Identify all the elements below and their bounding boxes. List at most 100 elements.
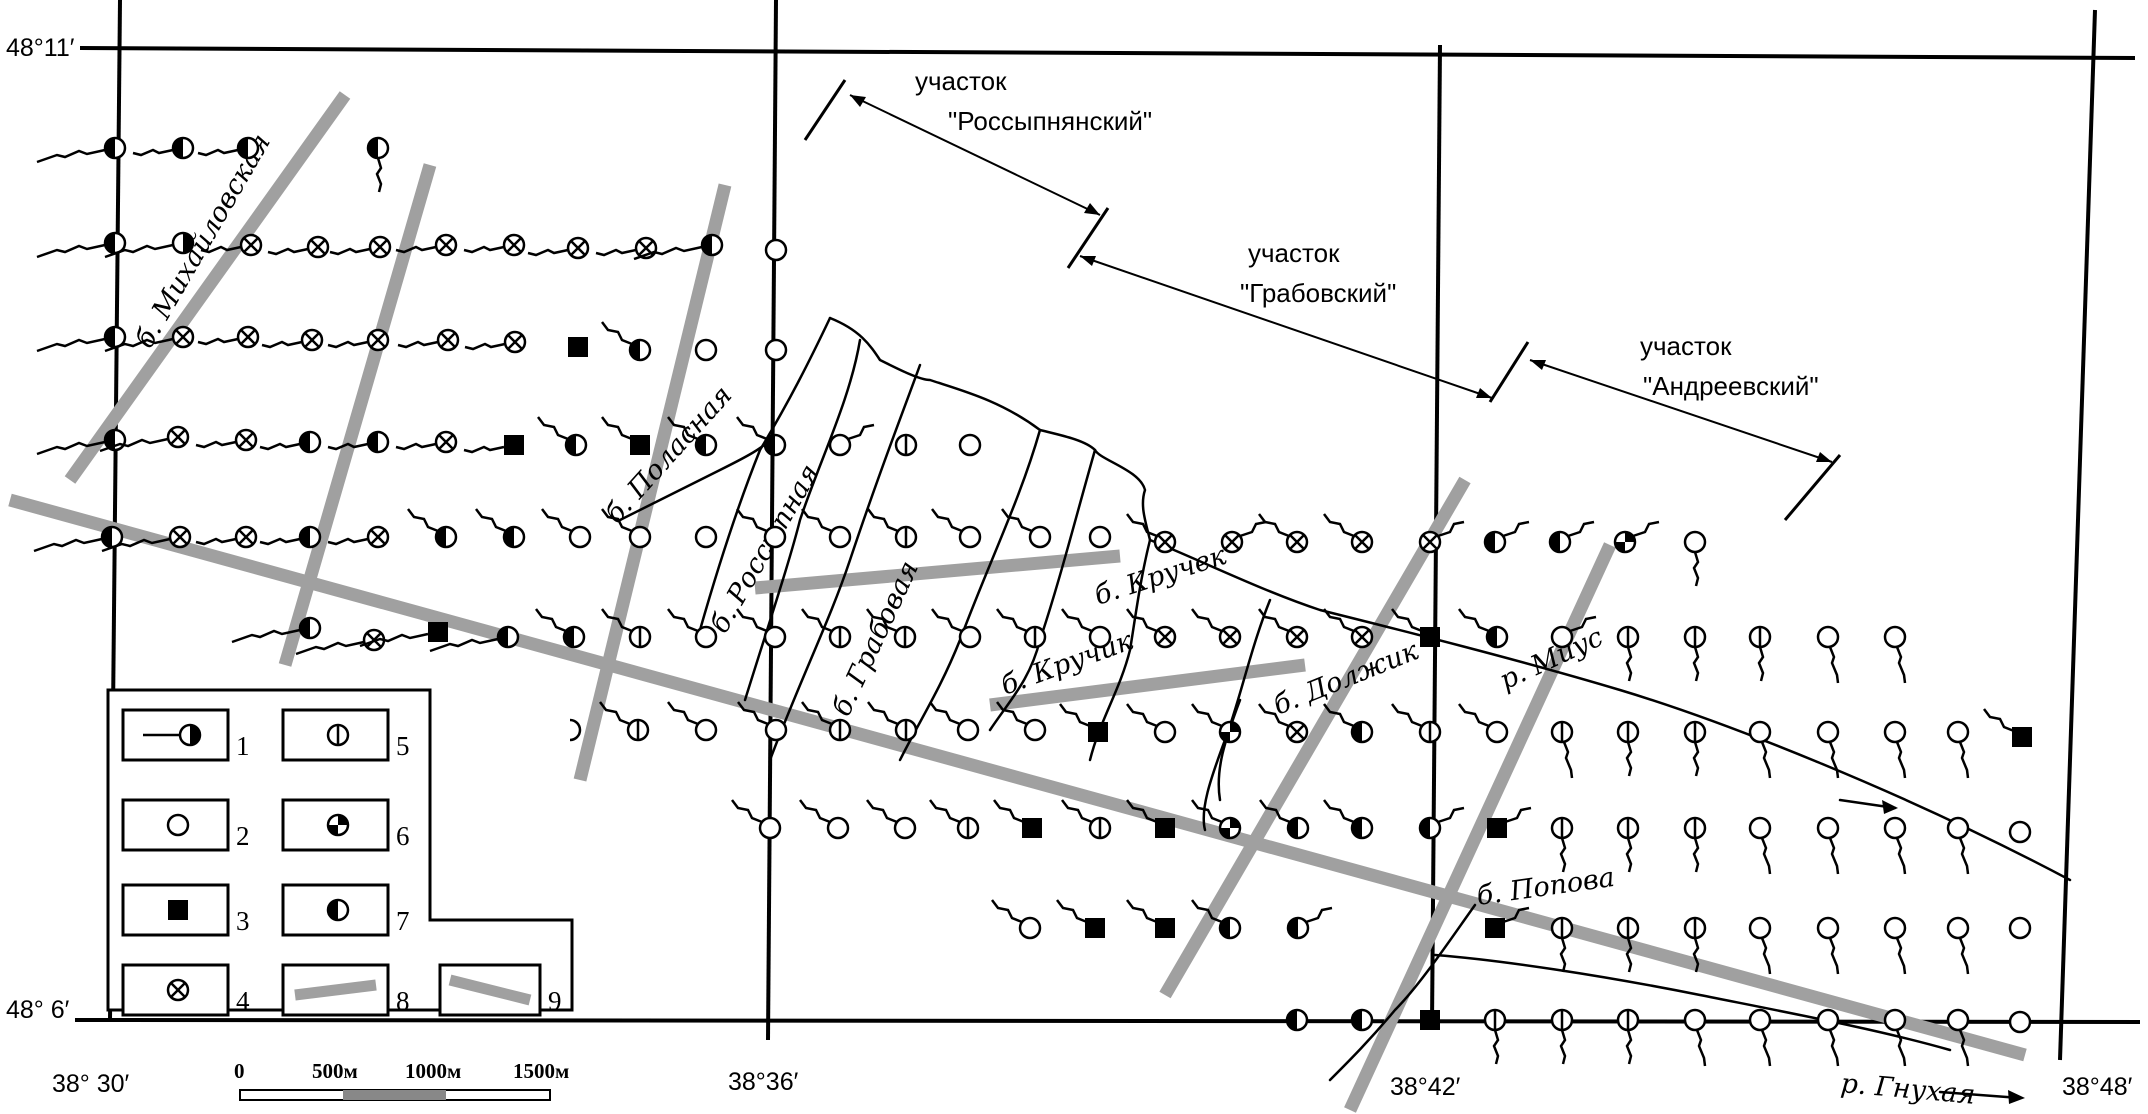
observation-point-crossed-circle [261,328,324,352]
observation-point-circle-vertical-bar [866,608,917,649]
observation-point-open-circle [996,701,1047,742]
section-markers [803,79,1842,521]
observation-point-filled-square [601,416,650,455]
observation-point-open-circle [1883,625,1907,684]
observation-point-half-filled-circle [1323,703,1374,744]
observation-point-half-filled-circle [537,416,588,457]
observation-point-open-circle [601,508,652,549]
observation-point-filled-square [1391,608,1440,647]
observation-point-half-filled-circle [429,625,520,653]
observation-point-circle-vertical-bar [1061,799,1112,840]
section-2-name: "Грабовский" [1240,278,1396,308]
observation-point-circle-vertical-bar [929,799,980,840]
label-popova: б. Попова [1475,862,1617,912]
observation-point-open-circle [929,701,980,742]
observation-point-crossed-circle [1418,520,1465,554]
observation-point-quartered-circle [1613,520,1660,554]
observation-point-open-circle [764,338,788,362]
scale-bar: 0 500м 1000м 1500м [234,1059,569,1101]
observation-point-open-circle [1883,720,1907,779]
lon-2-label: 38°36′ [728,1068,799,1096]
observation-point-open-circle [541,508,592,549]
observation-point-crossed-circle [195,525,258,549]
observation-point-crossed-circle [327,525,390,549]
observation-point-open-circle [1883,816,1907,875]
observation-point-open-circle [1816,916,1840,975]
observation-point-circle-vertical-bar [1616,1008,1640,1065]
observation-point-circle-vertical-bar [1550,816,1574,873]
observation-point-crossed-circle [327,328,390,352]
observation-point-half-filled-circle [366,136,390,193]
observation-point-circle-vertical-bar [996,608,1047,649]
ravine-kruchik [988,448,1097,732]
ravine-popova [1328,903,1477,1082]
observation-point-filled-square [1059,703,1108,742]
observation-point-open-circle [737,701,788,742]
river-arrows [1882,800,2025,1104]
observation-point-crossed-circle [1220,520,1267,554]
observation-point-half-filled-circle [601,321,652,362]
observation-point-open-circle [1683,530,1707,587]
observation-point-half-filled-circle [104,231,195,259]
observation-point-crossed-circle [595,236,658,260]
coordinate-labels: 48°11′ 48° 6′ 38° 30′ 38°36′ 38°42′ 38°4… [6,34,2133,1101]
observation-point-circle-vertical-bar [1748,625,1772,682]
observation-point-open-circle [931,608,982,649]
legend-number-4: 4 [236,986,250,1016]
observation-point-crossed-circle [1258,703,1309,744]
label-rossypnaya: б. Россыпная [704,459,826,639]
observation-point-half-filled-circle [1458,608,1509,649]
observation-point-crossed-circle [1323,608,1374,649]
observation-point-half-filled-circle [1350,1008,1374,1032]
gray-bands [8,91,2027,1113]
observation-point-open-circle [799,799,850,840]
observation-point-half-filled-circle [1548,520,1595,554]
legend-number-8: 8 [396,986,410,1016]
observation-point-half-filled-circle [36,231,127,259]
lat-bottom-label: 48° 6′ [6,996,70,1024]
observation-point-crossed-circle [267,235,330,259]
scale-label-0: 0 [234,1059,245,1083]
observation-point-crossed-circle [397,328,460,352]
observation-point-open-circle [1748,816,1772,875]
observation-point-open-circle [1748,720,1772,779]
observation-point-half-filled-circle [1418,806,1465,840]
observation-point-circle-vertical-bar [1391,703,1442,744]
observation-point-crossed-circle [395,430,458,454]
observation-point-open-circle [2008,820,2032,844]
observation-point-half-filled-circle [407,508,458,549]
observation-point-filled-square [1056,899,1105,938]
observation-point-open-circle [1061,608,1112,649]
section-labels: участок "Россыпнянский" участок "Грабовс… [915,66,1819,401]
observation-point-circle-vertical-bar [1616,816,1640,873]
observation-point-half-filled-circle [36,428,127,456]
legend-item-3: 3 [121,883,250,937]
observation-point-filled-square [1420,1010,1440,1030]
observation-point-filled-square [463,435,524,455]
observation-point-half-filled-circle [259,525,322,549]
observation-point-half-filled-circle [667,416,718,457]
observation-point-circle-vertical-bar [1683,816,1707,873]
observation-point-crossed-circle [463,233,526,257]
river-gnilusha [1433,953,1952,1052]
observation-point-open-circle [958,433,982,457]
observation-point-circle-vertical-bar [1550,1008,1574,1065]
observation-point-open-circle [736,608,787,649]
observation-point-open-circle [931,508,982,549]
observation-point-open-circle [801,508,852,549]
observation-point-circle-vertical-bar [1616,720,1640,777]
observation-point-circle-vertical-bar [601,608,652,649]
observation-point-crossed-circle [1258,608,1309,649]
observation-point-open-circle [1816,720,1840,779]
observation-point-crossed-circle [1258,513,1309,554]
observation-point-crossed-circle [197,325,260,349]
observation-point-quartered-circle [1191,799,1242,840]
observation-point-open-circle [866,799,917,840]
observation-point-half-filled-circle [1323,799,1374,840]
label-dolzhik: б. Должик [1269,635,1424,721]
observation-point-crossed-circle [1323,513,1374,554]
observation-point-open-circle [1748,1008,1772,1067]
band-mikhailovskaya [64,91,351,484]
